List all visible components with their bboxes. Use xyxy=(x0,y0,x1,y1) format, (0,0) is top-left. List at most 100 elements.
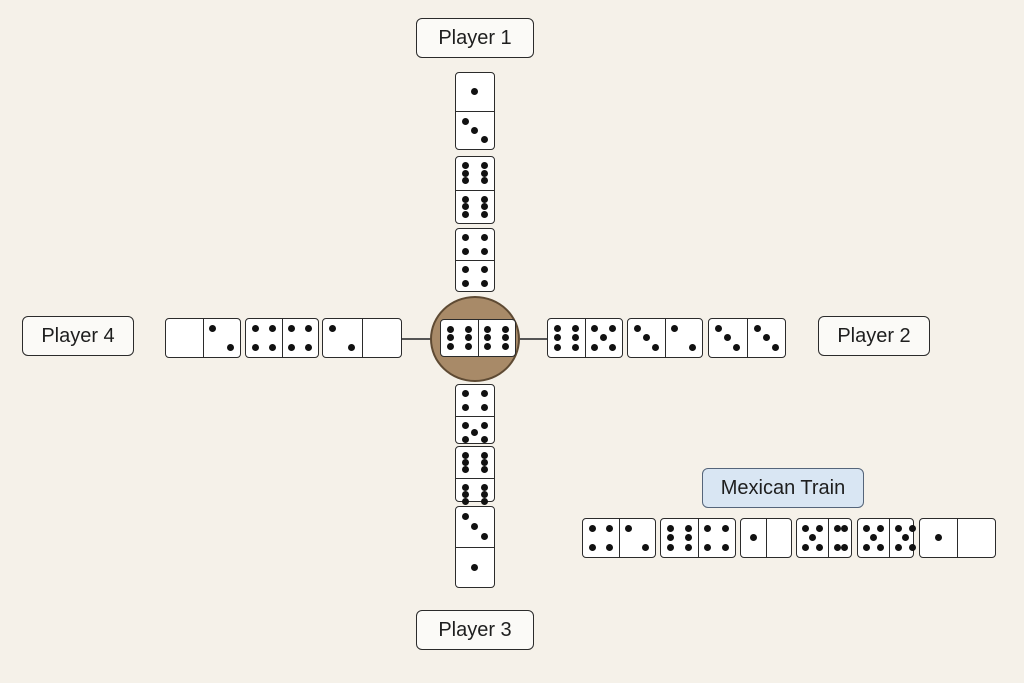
pip xyxy=(480,266,488,273)
player-1-domino[interactable] xyxy=(455,72,495,150)
domino-half xyxy=(664,319,703,357)
player-1-domino[interactable] xyxy=(455,228,495,292)
pip xyxy=(329,325,337,333)
player-3-domino[interactable] xyxy=(455,384,495,444)
pip xyxy=(209,325,217,333)
pip xyxy=(480,452,488,459)
domino-half xyxy=(456,546,494,588)
pip xyxy=(877,543,884,551)
mexican-train-label: Mexican Train xyxy=(702,468,864,508)
pip xyxy=(480,203,488,211)
pip xyxy=(816,525,823,533)
pip xyxy=(480,484,488,491)
domino-half xyxy=(456,229,494,260)
pip xyxy=(251,325,259,333)
pip xyxy=(633,325,641,333)
player-4-domino[interactable] xyxy=(165,318,241,358)
domino-half xyxy=(281,319,319,357)
pip xyxy=(666,534,674,542)
player-2-domino[interactable] xyxy=(708,318,786,358)
pip xyxy=(305,343,313,351)
player-3-domino[interactable] xyxy=(455,506,495,588)
pip xyxy=(591,325,599,333)
pip xyxy=(480,195,488,203)
domino-half xyxy=(477,320,516,356)
pip xyxy=(471,126,479,134)
pip xyxy=(600,334,608,342)
pip xyxy=(480,135,488,143)
domino-half xyxy=(858,519,889,557)
domino-half xyxy=(584,319,623,357)
player-2-domino[interactable] xyxy=(547,318,623,358)
pip xyxy=(863,543,870,551)
domino-half xyxy=(441,320,478,356)
mexican-train-domino[interactable] xyxy=(919,518,996,558)
pip xyxy=(809,534,816,542)
pip xyxy=(571,325,579,333)
domino-half xyxy=(741,519,766,557)
domino-half xyxy=(746,319,786,357)
pip xyxy=(502,343,510,351)
domino-half xyxy=(456,447,494,478)
pip xyxy=(268,343,276,351)
domino-half xyxy=(797,519,828,557)
domino-half xyxy=(618,519,656,557)
mexican-train-domino[interactable] xyxy=(582,518,656,558)
pip xyxy=(605,543,613,551)
domino-half xyxy=(323,319,362,357)
mexican-train-domino[interactable] xyxy=(740,518,792,558)
pip xyxy=(480,491,488,498)
pip xyxy=(502,334,510,342)
pip xyxy=(553,325,561,333)
west-connector xyxy=(402,338,432,340)
player-4-domino[interactable] xyxy=(245,318,319,358)
engine-domino[interactable] xyxy=(440,319,516,357)
pip xyxy=(684,525,692,533)
pip xyxy=(684,543,692,551)
pip xyxy=(480,280,488,287)
pip xyxy=(471,523,479,531)
pip xyxy=(671,325,679,333)
pip xyxy=(446,343,454,351)
pip xyxy=(753,325,761,333)
pip xyxy=(462,498,470,505)
pip xyxy=(704,525,712,533)
pip xyxy=(462,177,470,185)
mexican-train-domino[interactable] xyxy=(857,518,916,558)
pip xyxy=(762,334,770,342)
pip xyxy=(816,543,823,551)
pip xyxy=(642,543,650,551)
pip xyxy=(588,543,596,551)
domino-half xyxy=(957,519,995,557)
pip xyxy=(733,343,741,351)
pip xyxy=(480,248,488,255)
domino-half xyxy=(765,519,792,557)
pip xyxy=(471,88,479,96)
pip xyxy=(462,484,470,491)
player-3-label: Player 3 xyxy=(416,610,534,650)
pip xyxy=(462,210,470,218)
pip xyxy=(462,404,470,411)
pip xyxy=(802,543,809,551)
pip xyxy=(605,525,613,533)
player-4-domino[interactable] xyxy=(322,318,402,358)
domino-half xyxy=(456,189,494,224)
pip xyxy=(715,325,723,333)
player-3-domino[interactable] xyxy=(455,446,495,505)
domino-half xyxy=(828,519,853,557)
pip xyxy=(935,534,942,542)
domino-half xyxy=(661,519,698,557)
domino-half xyxy=(548,319,585,357)
pip xyxy=(471,429,479,436)
player-2-domino[interactable] xyxy=(627,318,703,358)
player-1-domino[interactable] xyxy=(455,156,495,224)
pip xyxy=(484,343,492,351)
pip xyxy=(841,525,848,533)
mexican-train-domino[interactable] xyxy=(796,518,852,558)
pip xyxy=(462,195,470,203)
pip xyxy=(642,334,650,342)
pip xyxy=(666,543,674,551)
mexican-train-domino[interactable] xyxy=(660,518,736,558)
pip xyxy=(480,169,488,177)
pip xyxy=(227,343,235,351)
